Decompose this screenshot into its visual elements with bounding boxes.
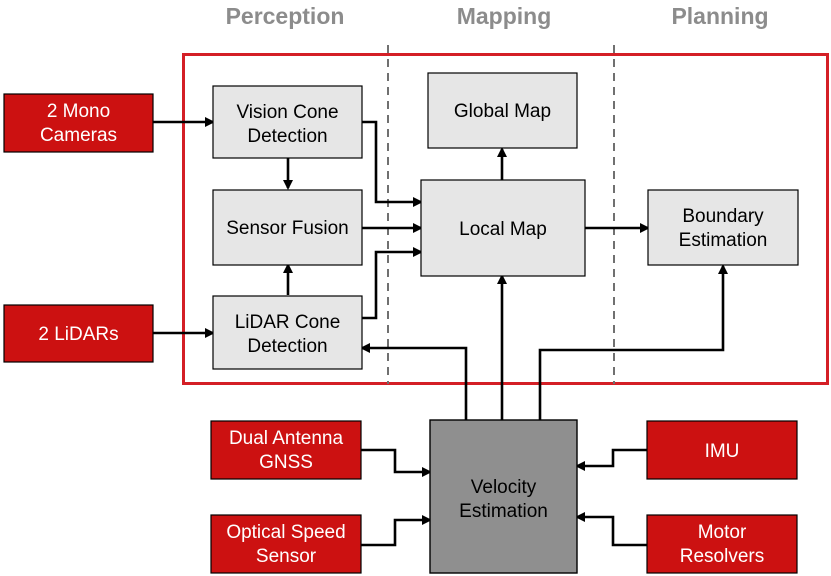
arrow-lidar-to-local-map bbox=[362, 247, 423, 320]
header-perception: Perception bbox=[226, 3, 345, 29]
optical-line-2: Sensor bbox=[256, 546, 317, 567]
arrow-motor-to-velocity bbox=[575, 512, 647, 547]
velocity-line-1: Velocity bbox=[471, 477, 537, 498]
header-planning: Planning bbox=[671, 3, 768, 29]
node-vision-cone-detection: Vision Cone Detection bbox=[212, 85, 363, 159]
motor-line-2: Resolvers bbox=[680, 546, 764, 567]
node-global-map: Global Map bbox=[427, 72, 578, 149]
imu-label: IMU bbox=[705, 441, 740, 462]
velocity-line-2: Estimation bbox=[459, 501, 548, 522]
arrow-vision-to-local-map bbox=[362, 120, 423, 207]
boundary-line-1: Boundary bbox=[682, 206, 764, 227]
system-frame bbox=[182, 53, 829, 385]
gnss-line-2: GNSS bbox=[259, 452, 313, 473]
arrow-gnss-to-velocity bbox=[361, 448, 432, 477]
boundary-line-2: Estimation bbox=[679, 230, 768, 251]
header-mapping: Mapping bbox=[457, 3, 552, 29]
mono-cameras-line-2: Cameras bbox=[40, 125, 117, 146]
mono-cameras-line-1: 2 Mono bbox=[47, 101, 110, 122]
vision-cone-line-2: Detection bbox=[247, 126, 327, 147]
arrow-optical-to-velocity bbox=[361, 515, 432, 547]
lidar-cone-line-2: Detection bbox=[247, 336, 327, 357]
node-motor-resolvers: Motor Resolvers bbox=[646, 514, 798, 574]
local-map-label: Local Map bbox=[459, 219, 547, 240]
optical-line-1: Optical Speed bbox=[226, 522, 345, 543]
node-lidars: 2 LiDARs bbox=[3, 304, 154, 363]
sensor-fusion-label: Sensor Fusion bbox=[226, 218, 349, 239]
node-lidar-cone-detection: LiDAR Cone Detection bbox=[212, 295, 363, 370]
node-local-map: Local Map bbox=[420, 179, 586, 277]
lidar-cone-line-1: LiDAR Cone bbox=[235, 312, 341, 333]
node-boundary-estimation: Boundary Estimation bbox=[647, 189, 799, 266]
vision-cone-line-1: Vision Cone bbox=[236, 102, 338, 123]
lidars-label: 2 LiDARs bbox=[38, 324, 118, 345]
gnss-line-1: Dual Antenna bbox=[229, 428, 344, 449]
node-mono-cameras: 2 Mono Cameras bbox=[3, 93, 154, 153]
global-map-label: Global Map bbox=[454, 101, 551, 122]
node-dual-antenna-gnss: Dual Antenna GNSS bbox=[210, 420, 362, 480]
node-velocity-estimation: Velocity Estimation bbox=[429, 419, 578, 574]
arrow-velocity-to-boundary bbox=[538, 264, 728, 420]
node-sensor-fusion: Sensor Fusion bbox=[212, 189, 363, 266]
node-imu: IMU bbox=[646, 420, 798, 480]
arrow-imu-to-velocity bbox=[575, 448, 647, 471]
connections bbox=[153, 117, 728, 547]
arrow-velocity-to-lidar-cone bbox=[360, 343, 468, 420]
node-optical-speed-sensor: Optical Speed Sensor bbox=[210, 514, 362, 574]
motor-line-1: Motor bbox=[698, 522, 747, 543]
